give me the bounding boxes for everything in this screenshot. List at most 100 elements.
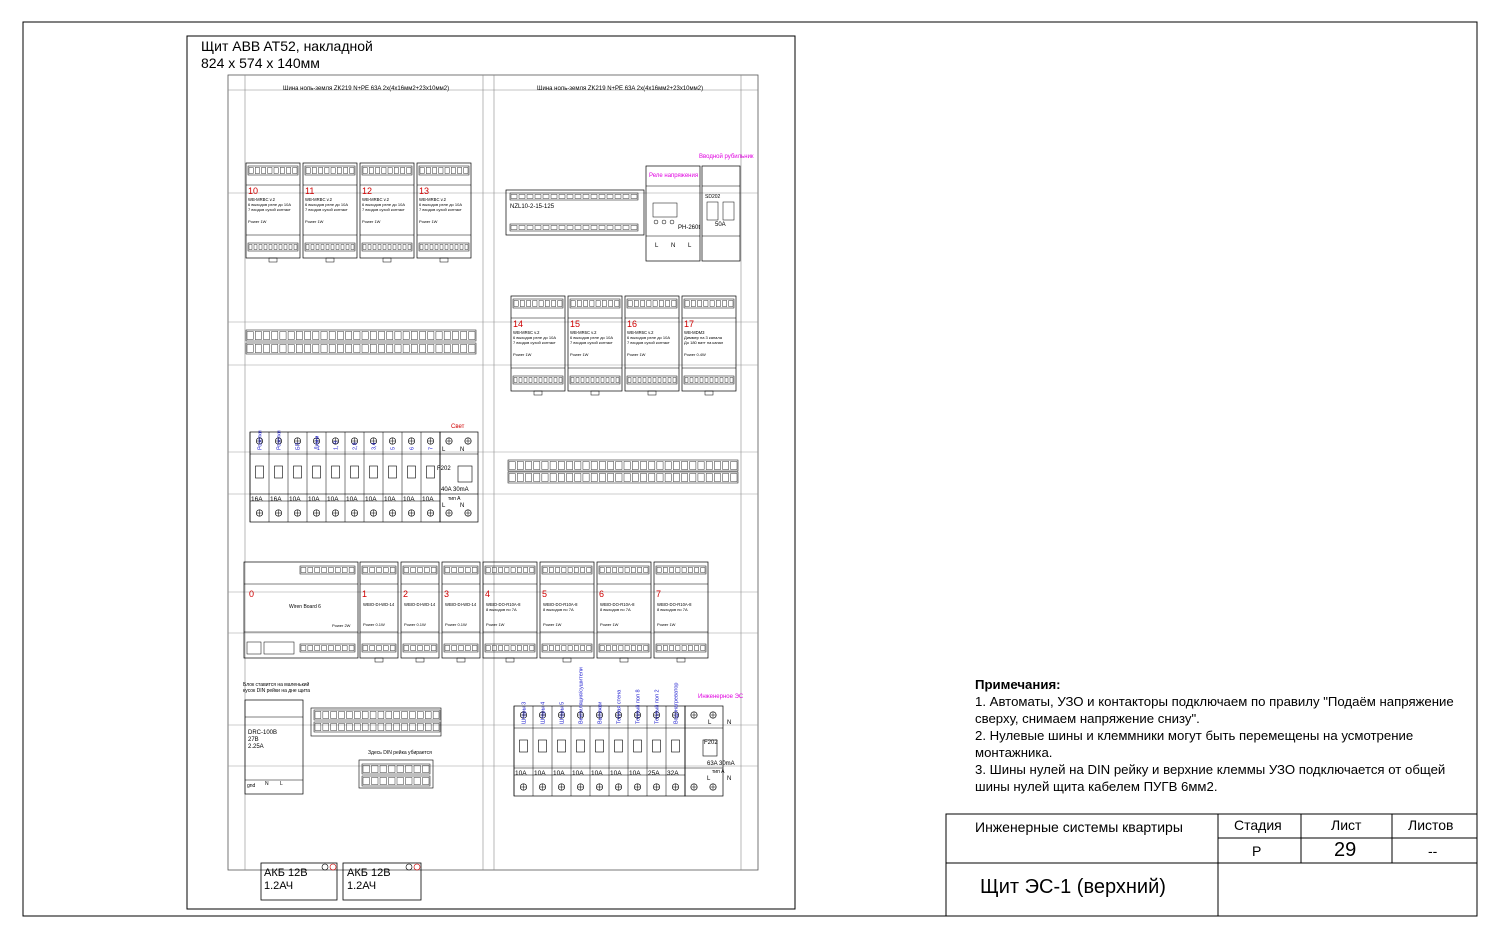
terminal [558,377,563,383]
breaker-toggle [255,465,264,479]
terminal [318,167,323,174]
terminal [394,331,402,340]
terminal [518,194,526,199]
terminal [716,300,721,307]
terminal [362,167,368,174]
terminal [523,645,528,651]
terminal [278,244,283,250]
terminal [605,377,610,383]
module-number: 2 [403,589,408,599]
terminal [529,567,535,573]
terminal [630,225,638,230]
terminal [422,777,430,785]
stage-value: Р [1252,843,1262,859]
terminal [543,377,548,383]
terminal [528,377,533,383]
terminal [697,300,702,307]
terminal [532,300,538,307]
breaker-toggle [614,739,623,753]
terminal [375,167,380,174]
rcd-left-rating: 40A 30mA [441,487,469,493]
terminal [427,331,435,340]
terminal [513,300,519,307]
panel-title-line1: Щит ABB AT52, накладной [201,38,373,54]
breaker-toggle [595,739,604,753]
terminal [350,244,355,250]
module-desc: 8 выходов по 7А [657,607,688,612]
terminal [622,225,630,230]
terminal [533,461,541,470]
battery-1 [260,862,338,901]
terminal [614,194,622,199]
module-label: WB-MDM3 [684,330,705,335]
terminal [322,723,329,731]
breaker-label: Димм [315,435,321,450]
terminal [700,645,706,651]
rcd-right-model: F202 [704,740,718,746]
terminal [402,344,410,353]
terminal [330,244,335,250]
breaker-rating: 10A [629,770,641,777]
module-label: WB-MR6C v.2 [627,330,654,335]
terminal [526,225,534,230]
breaker-label: 6 [410,447,416,450]
terminal [457,167,462,174]
terminal [432,723,440,731]
terminal [580,377,585,383]
module-desc: 6 выходов реле до 10A [627,335,670,340]
terminal [508,473,516,482]
terminal [541,473,549,482]
terminal [724,377,729,383]
notes-title: Примечания: [975,677,1061,692]
terminal [382,244,387,250]
terminal [246,344,254,353]
terminal-strip [683,375,735,385]
breaker-toggle [388,465,397,479]
terminal [330,723,337,731]
terminal [370,344,377,353]
terminal [517,473,524,482]
breaker-toggle [350,465,359,479]
terminal [607,461,614,470]
terminal [600,377,605,383]
terminal [304,331,311,340]
module-desc: До 180 ватт на канал [684,340,724,345]
terminal [376,645,382,651]
terminal [422,765,430,773]
terminal [304,344,311,353]
terminal [354,723,361,731]
terminal [263,331,270,340]
terminal [590,194,598,199]
terminal [570,377,575,383]
terminal [385,711,392,719]
terminal [324,167,330,174]
terminal [394,344,402,353]
terminal [631,567,636,573]
terminal [728,300,734,307]
terminal-strip [299,565,356,575]
voltage-relay [645,165,701,262]
terminal [602,300,607,307]
terminal [431,567,437,573]
terminal [287,331,295,340]
terminal-strip [361,775,431,787]
terminal [393,711,400,719]
terminal [273,244,278,250]
terminal [432,167,437,174]
terminal [586,567,592,573]
breaker-rating: 16A [270,496,282,503]
breaker-label: Теплая стена [617,689,623,724]
terminal [325,244,330,250]
terminal [431,645,437,651]
terminal [362,723,369,731]
battery-terminals [321,863,421,871]
terminal-strip [402,643,438,653]
terminal [402,331,410,340]
terminal [517,645,522,651]
module-power: Power 0.1W [404,622,426,627]
terminal-strip [626,375,678,385]
terminal [312,344,320,353]
module-desc: 7 входов сухой контакт [419,207,462,212]
terminal [700,567,706,573]
